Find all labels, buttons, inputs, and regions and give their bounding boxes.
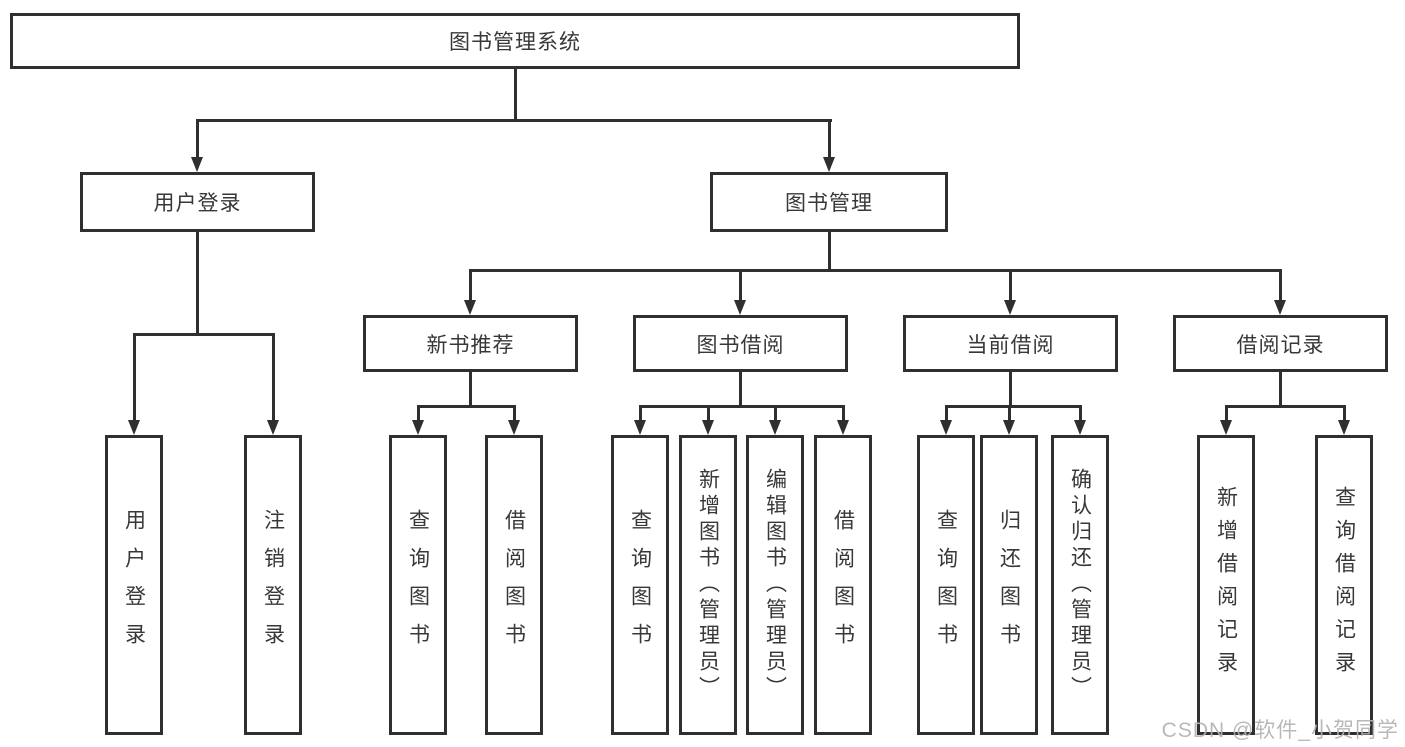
leaf-label: 借阅图书	[831, 509, 855, 661]
arrow-down-icon	[191, 119, 203, 172]
leaf-label: 注销登录	[261, 509, 285, 661]
leaf-logout: 注销登录	[244, 435, 302, 735]
connector-vline	[1278, 372, 1282, 408]
node-current-borrowing: 当前借阅	[903, 315, 1118, 372]
leaf-label: 新增借阅记录	[1214, 486, 1238, 684]
arrow-down-icon	[508, 405, 520, 435]
connector-hline	[468, 269, 1282, 272]
arrow-down-icon	[1274, 269, 1286, 315]
leaf-label: 编辑图书（管理员）	[763, 468, 787, 702]
arrow-down-icon	[412, 405, 424, 435]
connector-hline	[1224, 405, 1346, 408]
connector-hline	[944, 405, 1082, 408]
arrow-down-icon	[267, 333, 279, 435]
arrow-down-icon	[769, 405, 781, 435]
connector-vline	[195, 232, 199, 336]
leaf-borrow-books: 借阅图书	[814, 435, 872, 735]
csdn-watermark: CSDN @软件_小贺同学	[1161, 719, 1399, 742]
arrow-down-icon	[702, 405, 714, 435]
arrow-down-icon	[1004, 269, 1016, 315]
node-book-borrowing: 图书借阅	[633, 315, 848, 372]
leaf-edit-books-admin: 编辑图书（管理员）	[746, 435, 804, 735]
leaf-label: 确认归还（管理员）	[1068, 468, 1092, 702]
node-book-management: 图书管理	[710, 172, 948, 232]
connector-vline	[1008, 372, 1012, 408]
connector-vline	[513, 69, 517, 120]
leaf-query-books: 查询图书	[389, 435, 447, 735]
connector-hline	[416, 405, 516, 408]
leaf-label: 查询借阅记录	[1332, 486, 1356, 684]
arrow-down-icon	[823, 119, 835, 172]
connector-vline	[827, 232, 831, 272]
arrow-down-icon	[1074, 405, 1086, 435]
arrow-down-icon	[464, 269, 476, 315]
connector-vline	[468, 372, 472, 408]
node-library-system: 图书管理系统	[10, 13, 1020, 69]
arrow-down-icon	[1338, 405, 1350, 435]
leaf-label: 新增图书（管理员）	[696, 468, 720, 702]
leaf-label: 查询图书	[628, 509, 652, 661]
leaf-label: 归还图书	[997, 509, 1021, 661]
leaf-query-books: 查询图书	[917, 435, 975, 735]
leaf-add-borrow-record: 新增借阅记录	[1197, 435, 1255, 735]
arrow-down-icon	[1003, 405, 1015, 435]
arrow-down-icon	[1220, 405, 1232, 435]
arrow-down-icon	[634, 405, 646, 435]
connector-hline	[132, 333, 275, 336]
connector-hline	[638, 405, 845, 408]
leaf-confirm-return-admin: 确认归还（管理员）	[1051, 435, 1109, 735]
node-borrowing-records: 借阅记录	[1173, 315, 1388, 372]
node-user-login: 用户登录	[80, 172, 315, 232]
leaf-label: 查询图书	[934, 509, 958, 661]
leaf-borrow-books: 借阅图书	[485, 435, 543, 735]
leaf-label: 查询图书	[406, 509, 430, 661]
arrow-down-icon	[734, 269, 746, 315]
connector-vline	[738, 372, 742, 408]
node-new-book-recommend: 新书推荐	[363, 315, 578, 372]
leaf-add-books-admin: 新增图书（管理员）	[679, 435, 737, 735]
connector-hline	[195, 119, 832, 122]
leaf-query-books: 查询图书	[611, 435, 669, 735]
leaf-user-login: 用户登录	[105, 435, 163, 735]
leaf-label: 借阅图书	[502, 509, 526, 661]
leaf-query-borrow-record: 查询借阅记录	[1315, 435, 1373, 735]
arrow-down-icon	[128, 333, 140, 435]
leaf-return-books: 归还图书	[980, 435, 1038, 735]
leaf-label: 用户登录	[122, 509, 146, 661]
arrow-down-icon	[837, 405, 849, 435]
arrow-down-icon	[940, 405, 952, 435]
